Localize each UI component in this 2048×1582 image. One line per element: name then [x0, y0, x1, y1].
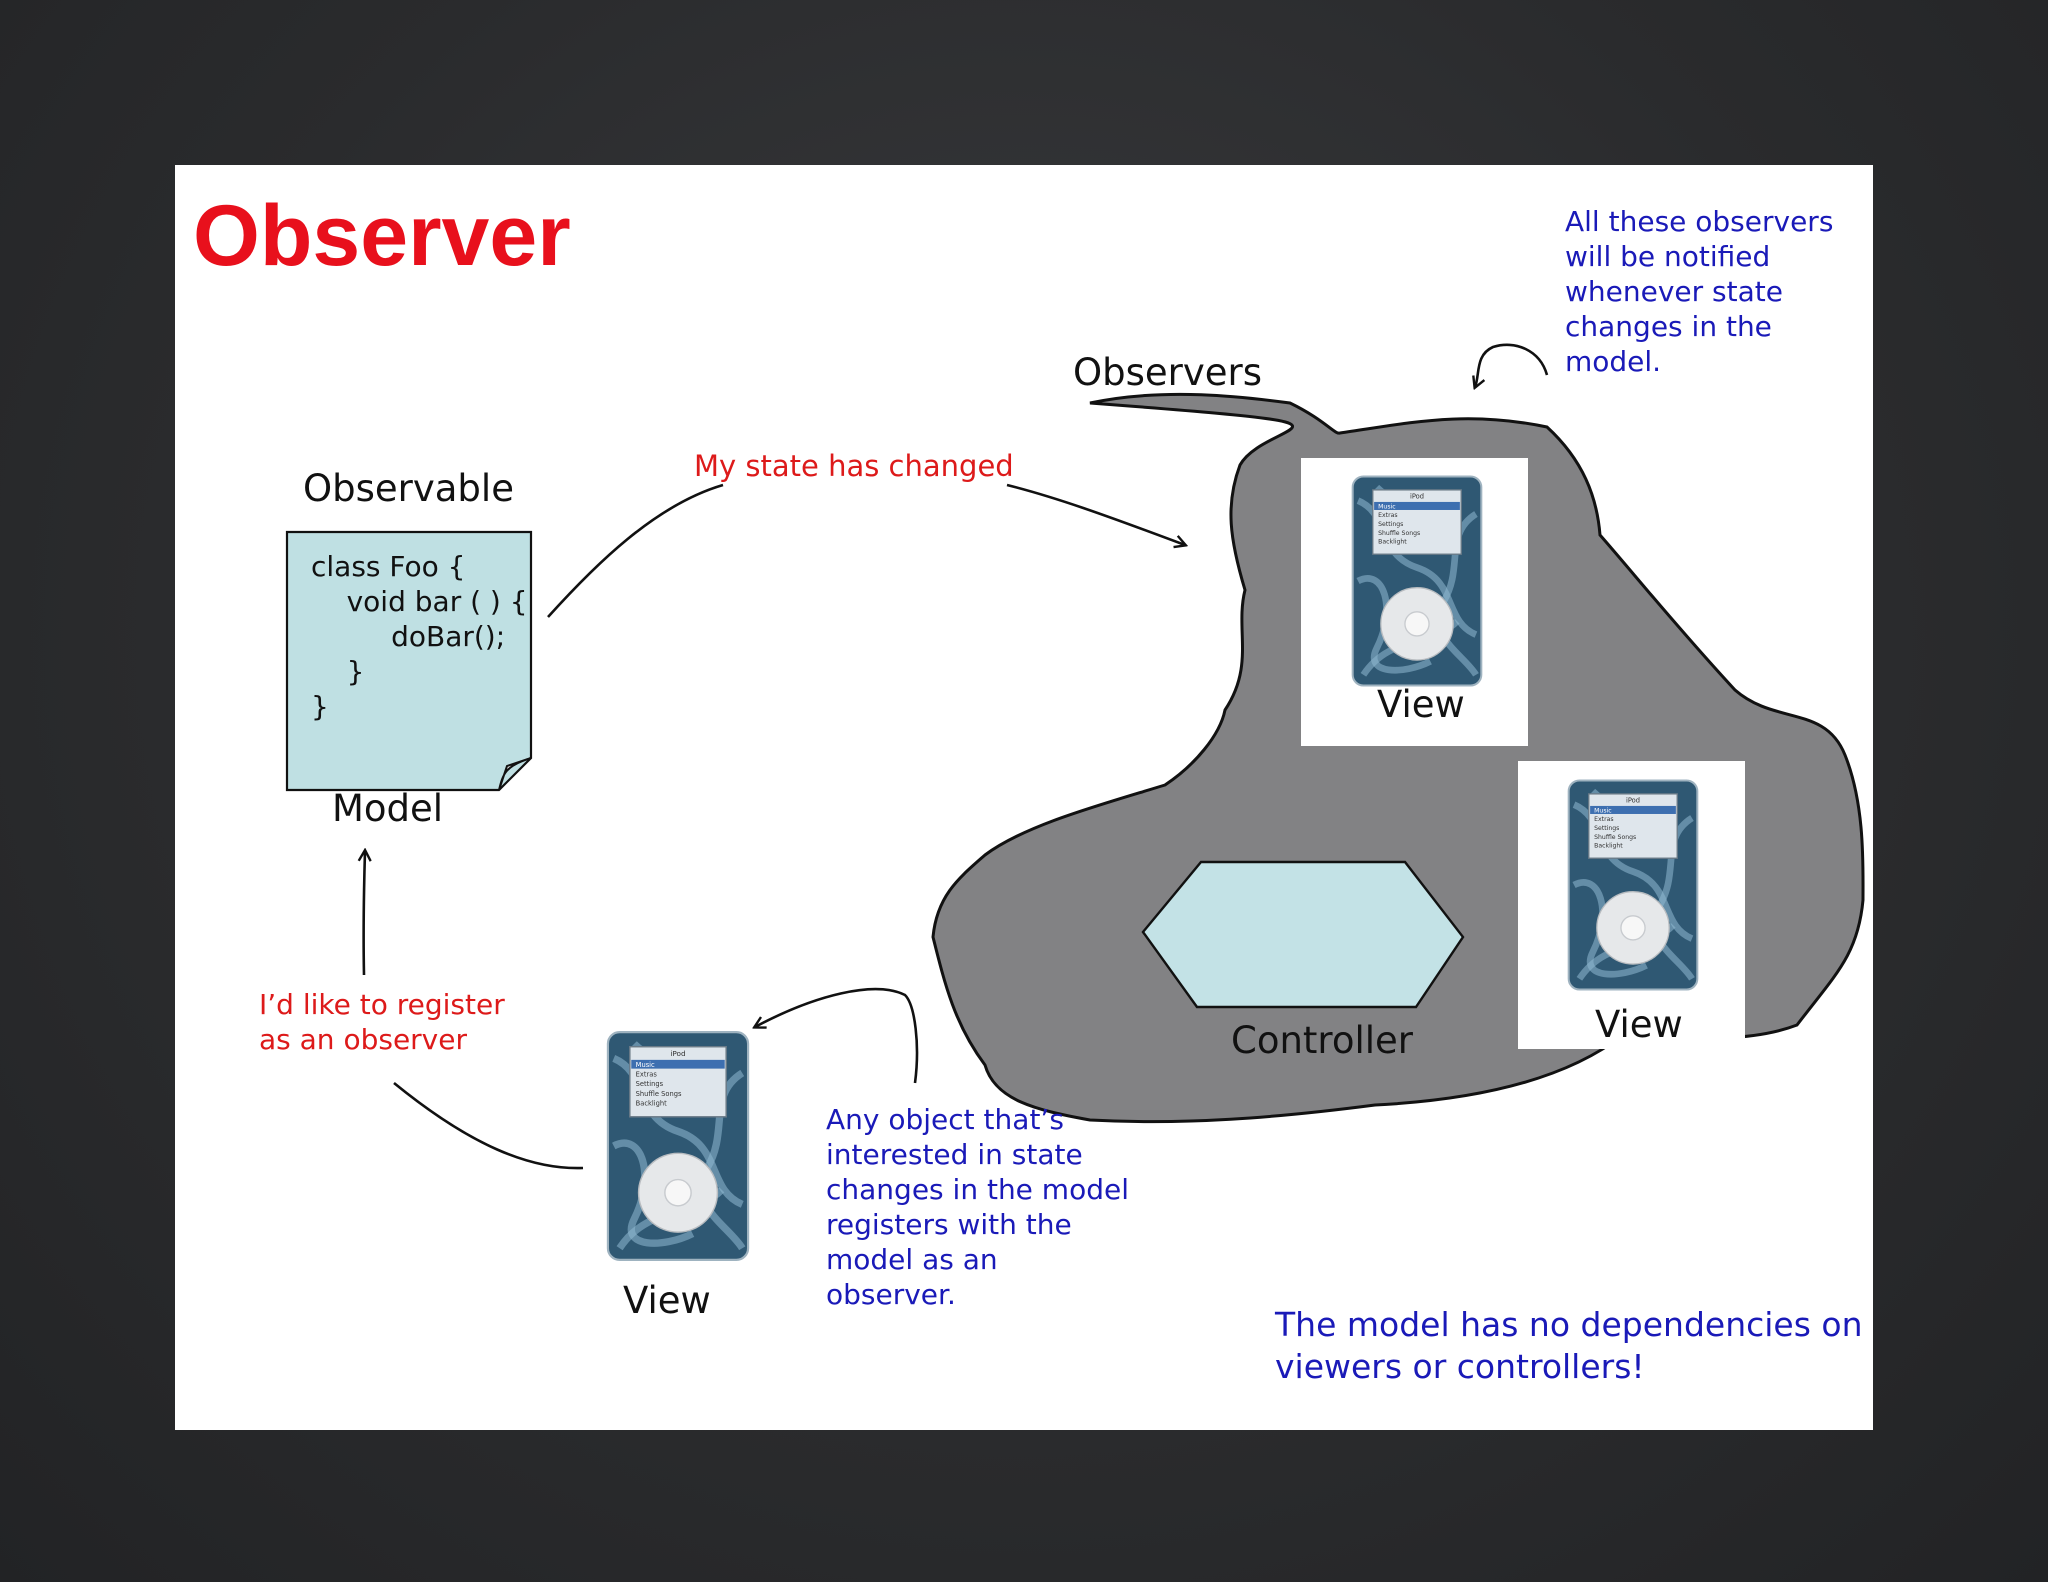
registration-note: Any object that’s interested in state ch…	[826, 1103, 1129, 1311]
arrow-to-model	[364, 851, 365, 976]
code-snippet: class Foo { void bar ( ) { doBar(); } }	[311, 549, 528, 724]
code-line: class Foo {	[311, 550, 466, 583]
ipod-screen-header: iPod	[1410, 493, 1424, 501]
code-line: }	[311, 690, 329, 723]
arrow-note-to-view	[755, 987, 919, 1084]
ipod-menu-item: Settings	[636, 1080, 664, 1088]
ipod-menu-item: Shuffle Songs	[636, 1090, 682, 1098]
controller-hexagon	[1141, 860, 1465, 1009]
controller-label: Controller	[1231, 1019, 1414, 1062]
model-label: Model	[332, 787, 444, 830]
ipod-screen	[629, 1045, 727, 1118]
ipod-center-button	[1404, 611, 1430, 637]
register-message: I’d like to register as an observer	[259, 988, 505, 1056]
ipod-menu-item: Extras	[1594, 816, 1613, 823]
dependencies-note: The model has no dependencies on viewers…	[1275, 1305, 1863, 1386]
ipod-menu-item: Extras	[1378, 512, 1397, 519]
code-line: void bar ( ) {	[311, 585, 528, 618]
slide-title: Observer	[193, 188, 571, 284]
ipod-screen-header: iPod	[1626, 797, 1640, 805]
view-label: View	[1595, 1003, 1683, 1046]
ipod-screen	[1372, 489, 1462, 555]
ipod-menu-item: Shuffle Songs	[1594, 834, 1636, 841]
ipod-center-button	[1620, 915, 1646, 941]
ipod-menu-item: Extras	[636, 1071, 658, 1079]
ipod-screen	[1588, 793, 1678, 859]
view-label: View	[623, 1279, 711, 1322]
ipod-screen-header: iPod	[670, 1049, 685, 1058]
code-line: doBar();	[311, 620, 506, 653]
ipod-center-button	[664, 1178, 692, 1207]
ipod-menu-item: Backlight	[1378, 539, 1407, 546]
ipod-menu-item: Settings	[1378, 521, 1403, 528]
model-document-card	[285, 530, 533, 792]
view-label: View	[1377, 683, 1465, 726]
slide: Observer class Foo { void bar ( ) { doBa…	[175, 165, 1873, 1430]
ipod-menu-item: Backlight	[636, 1099, 668, 1107]
ipod-menu-item: Settings	[1594, 825, 1619, 832]
arrow-note-to-blob	[1475, 343, 1549, 387]
observers-label: Observers	[1073, 351, 1263, 394]
ipod-menu-item: Backlight	[1594, 843, 1623, 850]
ipod-menu-item: Shuffle Songs	[1378, 530, 1420, 537]
arrow-view-curve	[393, 1081, 584, 1170]
arrow-to-observers	[1006, 483, 1185, 545]
ipod-menu-item: Music	[1378, 503, 1396, 510]
state-changed-message: My state has changed	[694, 449, 1014, 483]
observable-label: Observable	[303, 467, 514, 510]
ipod-menu-item: Music	[636, 1061, 655, 1069]
observers-notified-note: All these observers will be notified whe…	[1565, 205, 1834, 378]
code-line: }	[311, 655, 365, 688]
ipod-menu-item: Music	[1594, 807, 1612, 814]
arrow-model-curve	[547, 483, 724, 618]
